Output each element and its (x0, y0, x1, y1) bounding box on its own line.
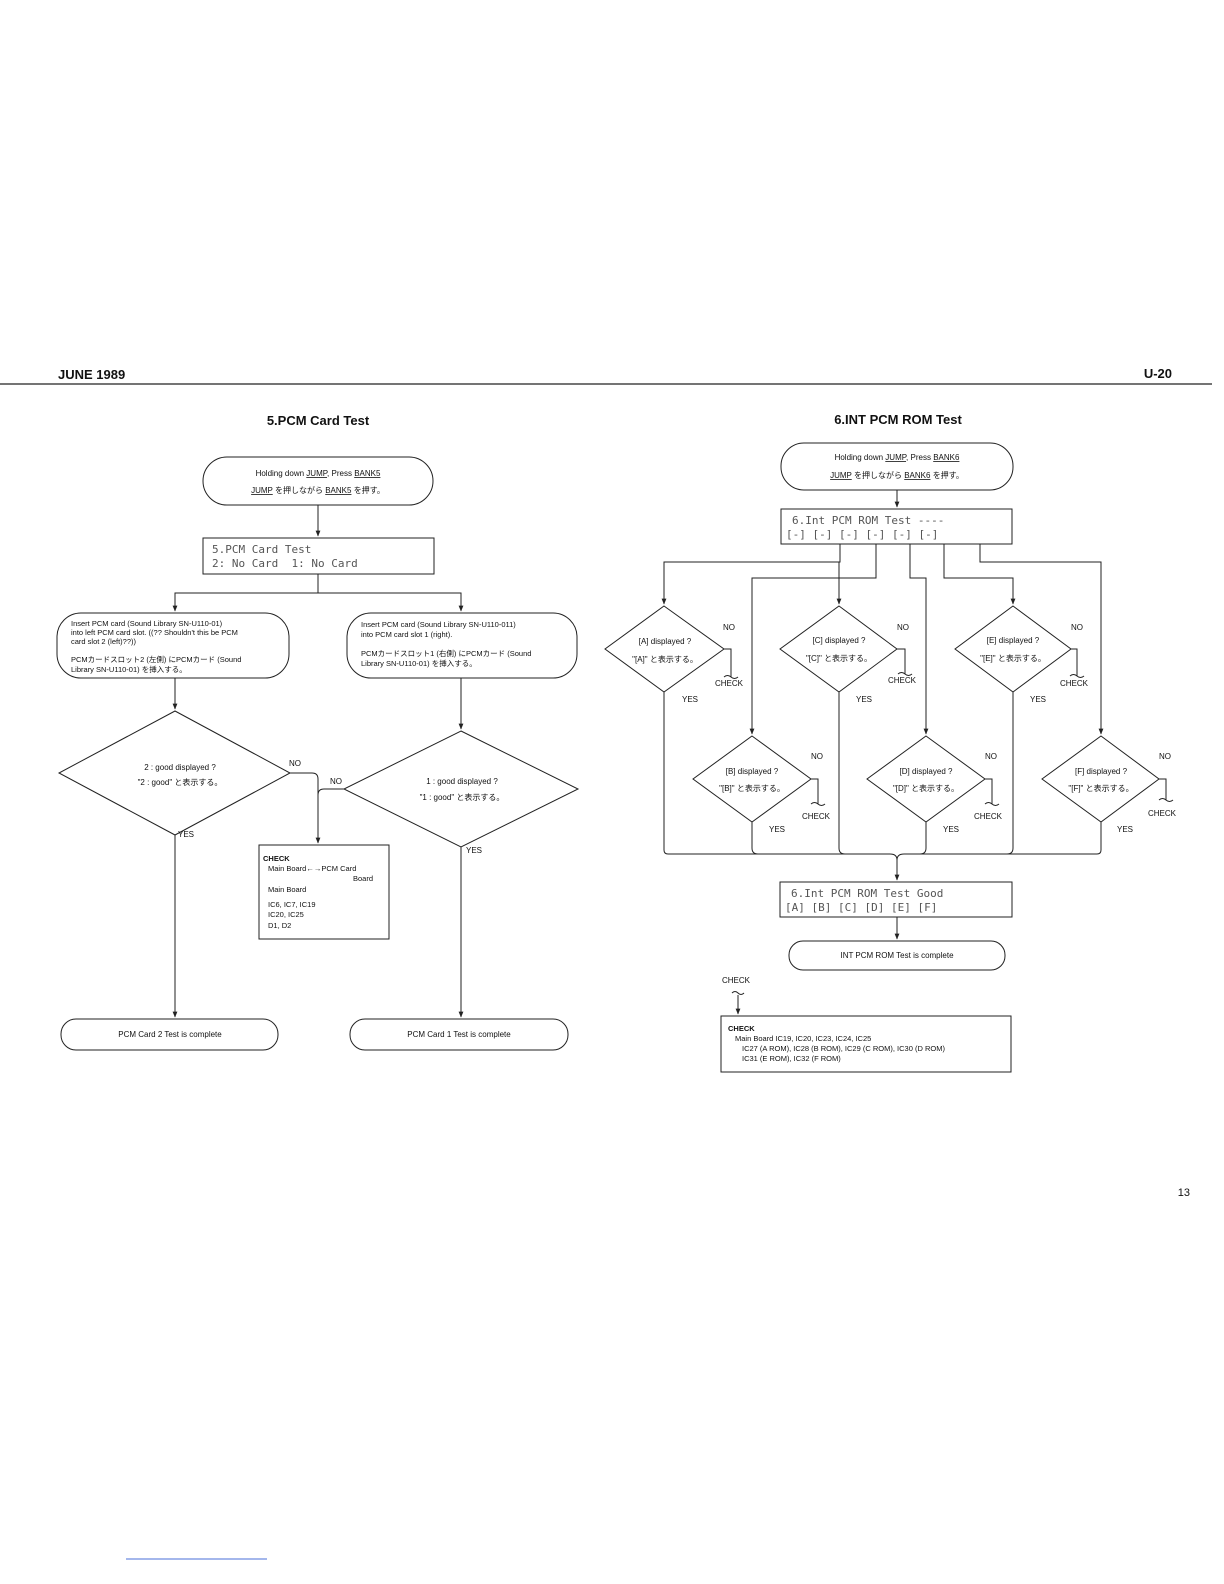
left-end-card1-text: PCM Card 1 Test is complete (407, 1030, 511, 1039)
left-check-l6: D1, D2 (268, 921, 291, 930)
left-decision-card1-no: NO (330, 777, 342, 786)
right-decision-f-no: NO (1159, 752, 1171, 761)
right-check-l1: Main Board IC19, IC20, IC23, IC24, IC25 (735, 1034, 871, 1043)
left-decision-card2-l2: "2 : good" と表示する。 (138, 777, 223, 787)
right-decision-d: [D] displayed ? "[D]" と表示する。 NO CHECK YE… (866, 735, 1003, 834)
left-decision-card2-yes: YES (178, 830, 194, 839)
right-decision-e-check: CHECK (1060, 679, 1089, 688)
page-number: 13 (1178, 1187, 1190, 1199)
left-lcd-display (202, 537, 435, 575)
right-check-box (720, 1015, 1012, 1073)
left-decision-card1-yes: YES (466, 846, 482, 855)
right-decision-e-yes: YES (1030, 695, 1046, 704)
right-decision-c-l1: [C] displayed ? (813, 636, 866, 645)
right-decision-e-l1: [E] displayed ? (987, 636, 1040, 645)
left-insert-card2-l4: PCMカードスロット2 (左側) にPCMカード (Sound (71, 654, 241, 664)
left-start-line1: Holding down JUMP, Press BANK5 (256, 469, 381, 478)
right-decision-c: [C] displayed ? "[C]" と表示する。 NO CHECK YE… (779, 605, 917, 704)
right-lcd1-line1: 6.Int PCM ROM Test ---- (792, 514, 944, 527)
right-lcd-display-initial (780, 508, 1013, 545)
left-lcd-line1: 5.PCM Card Test (212, 543, 311, 556)
right-decision-d-yes: YES (943, 825, 959, 834)
right-decision-a-no: NO (723, 623, 735, 632)
right-check-l2: IC27 (A ROM), IC28 (B ROM), IC29 (C ROM)… (742, 1044, 945, 1053)
right-decision-c-l2: "[C]" と表示する。 (806, 653, 872, 663)
right-decision-d-no: NO (985, 752, 997, 761)
left-check-l3: Main Board (268, 885, 306, 894)
right-lcd-display-good (779, 881, 1013, 918)
left-insert-card1-l2: into PCM card slot 1 (right). (361, 630, 452, 639)
left-check-title: CHECK (263, 854, 290, 863)
left-check-l2: Board (353, 874, 373, 883)
right-decision-f: [F] displayed ? "[F]" と表示する。 NO CHECK YE… (1041, 735, 1177, 834)
left-insert-card1-l3: PCMカードスロット1 (右側) にPCMカード (Sound (361, 648, 531, 658)
left-insert-card1-box (346, 612, 578, 679)
right-lcd1-line2: [-] [-] [-] [-] [-] [-] (786, 528, 938, 541)
right-decision-e-l2: "[E]" と表示する。 (980, 653, 1046, 663)
right-decision-d-check: CHECK (974, 812, 1003, 821)
left-check-l1: Main Board←→PCM Card (268, 864, 356, 873)
header-doc-id: U-20 (1144, 366, 1172, 381)
right-decision-c-yes: YES (856, 695, 872, 704)
right-end-text: INT PCM ROM Test is complete (840, 951, 954, 960)
right-decision-b-l1: [B] displayed ? (726, 767, 779, 776)
right-decision-e: [E] displayed ? "[E]" と表示する。 NO CHECK YE… (954, 605, 1089, 704)
left-end-card2-text: PCM Card 2 Test is complete (118, 1030, 222, 1039)
right-decision-c-check: CHECK (888, 676, 917, 685)
right-check-label: CHECK (722, 976, 751, 985)
right-title: 6.INT PCM ROM Test (834, 412, 962, 427)
right-decision-b-check: CHECK (802, 812, 831, 821)
right-decision-f-check: CHECK (1148, 809, 1177, 818)
left-insert-card2-l2: into left PCM card slot. ((?? Shouldn't … (71, 628, 238, 637)
left-insert-card2-l1: Insert PCM card (Sound Library SN-U110-0… (71, 619, 223, 628)
right-decision-e-no: NO (1071, 623, 1083, 632)
right-start-line1: Holding down JUMP, Press BANK6 (835, 453, 960, 462)
left-decision-card2 (57, 710, 292, 836)
left-start-terminator (202, 456, 434, 506)
right-decision-a-l1: [A] displayed ? (639, 637, 692, 646)
left-lcd-line2: 2: No Card 1: No Card (212, 557, 358, 570)
left-check-box (258, 844, 390, 940)
right-end-terminator (788, 940, 1006, 971)
right-check-l3: IC31 (E ROM), IC32 (F ROM) (742, 1054, 841, 1063)
left-insert-card2-l5: Library SN-U110-01) を挿入する。 (71, 664, 187, 674)
left-decision-card2-no: NO (289, 759, 301, 768)
left-decision-card1-l1: 1 : good displayed ? (426, 777, 498, 786)
right-decision-b-l2: "[B]" と表示する。 (719, 783, 785, 793)
right-lcd2-line2: [A] [B] [C] [D] [E] [F] (785, 901, 937, 914)
right-check-title: CHECK (728, 1024, 755, 1033)
right-decision-a-l2: "[A]" と表示する。 (632, 654, 698, 664)
left-end-card2 (60, 1018, 279, 1051)
right-decision-c-no: NO (897, 623, 909, 632)
right-decision-f-l1: [F] displayed ? (1075, 767, 1128, 776)
left-insert-card2-box (56, 612, 290, 679)
right-decision-f-l2: "[F]" と表示する。 (1068, 783, 1133, 793)
right-decision-b-yes: YES (769, 825, 785, 834)
right-decision-b: [B] displayed ? "[B]" と表示する。 NO CHECK YE… (692, 735, 831, 834)
left-title: 5.PCM Card Test (267, 413, 370, 428)
left-end-card1 (349, 1018, 569, 1051)
right-start-terminator (780, 442, 1014, 491)
right-decision-d-l1: [D] displayed ? (900, 767, 953, 776)
right-decision-a-yes: YES (682, 695, 698, 704)
right-start-line2: JUMP を押しながら BANK6 を押す。 (830, 470, 964, 480)
left-check-l4: IC6, IC7, IC19 (268, 900, 316, 909)
header-date: JUNE 1989 (58, 367, 125, 382)
left-decision-card2-l1: 2 : good displayed ? (144, 763, 216, 772)
left-insert-card1-l1: Insert PCM card (Sound Library SN-U110-0… (361, 620, 516, 629)
right-decision-d-l2: "[D]" と表示する。 (893, 783, 959, 793)
right-decision-a: [A] displayed ? "[A]" と表示する。 NO CHECK YE… (604, 605, 744, 704)
left-decision-card1 (342, 730, 580, 848)
right-decision-a-check: CHECK (715, 679, 744, 688)
left-start-line2: JUMP を押しながら BANK5 を押す。 (251, 485, 385, 495)
left-insert-card2-l3: card slot 2 (left)??)) (71, 637, 137, 646)
right-decision-b-no: NO (811, 752, 823, 761)
left-insert-card1-l4: Library SN-U110-01) を挿入する。 (361, 658, 477, 668)
left-decision-card1-l2: "1 : good" と表示する。 (420, 792, 505, 802)
right-decision-f-yes: YES (1117, 825, 1133, 834)
right-lcd2-line1: 6.Int PCM ROM Test Good (791, 887, 943, 900)
left-check-l5: IC20, IC25 (268, 910, 304, 919)
